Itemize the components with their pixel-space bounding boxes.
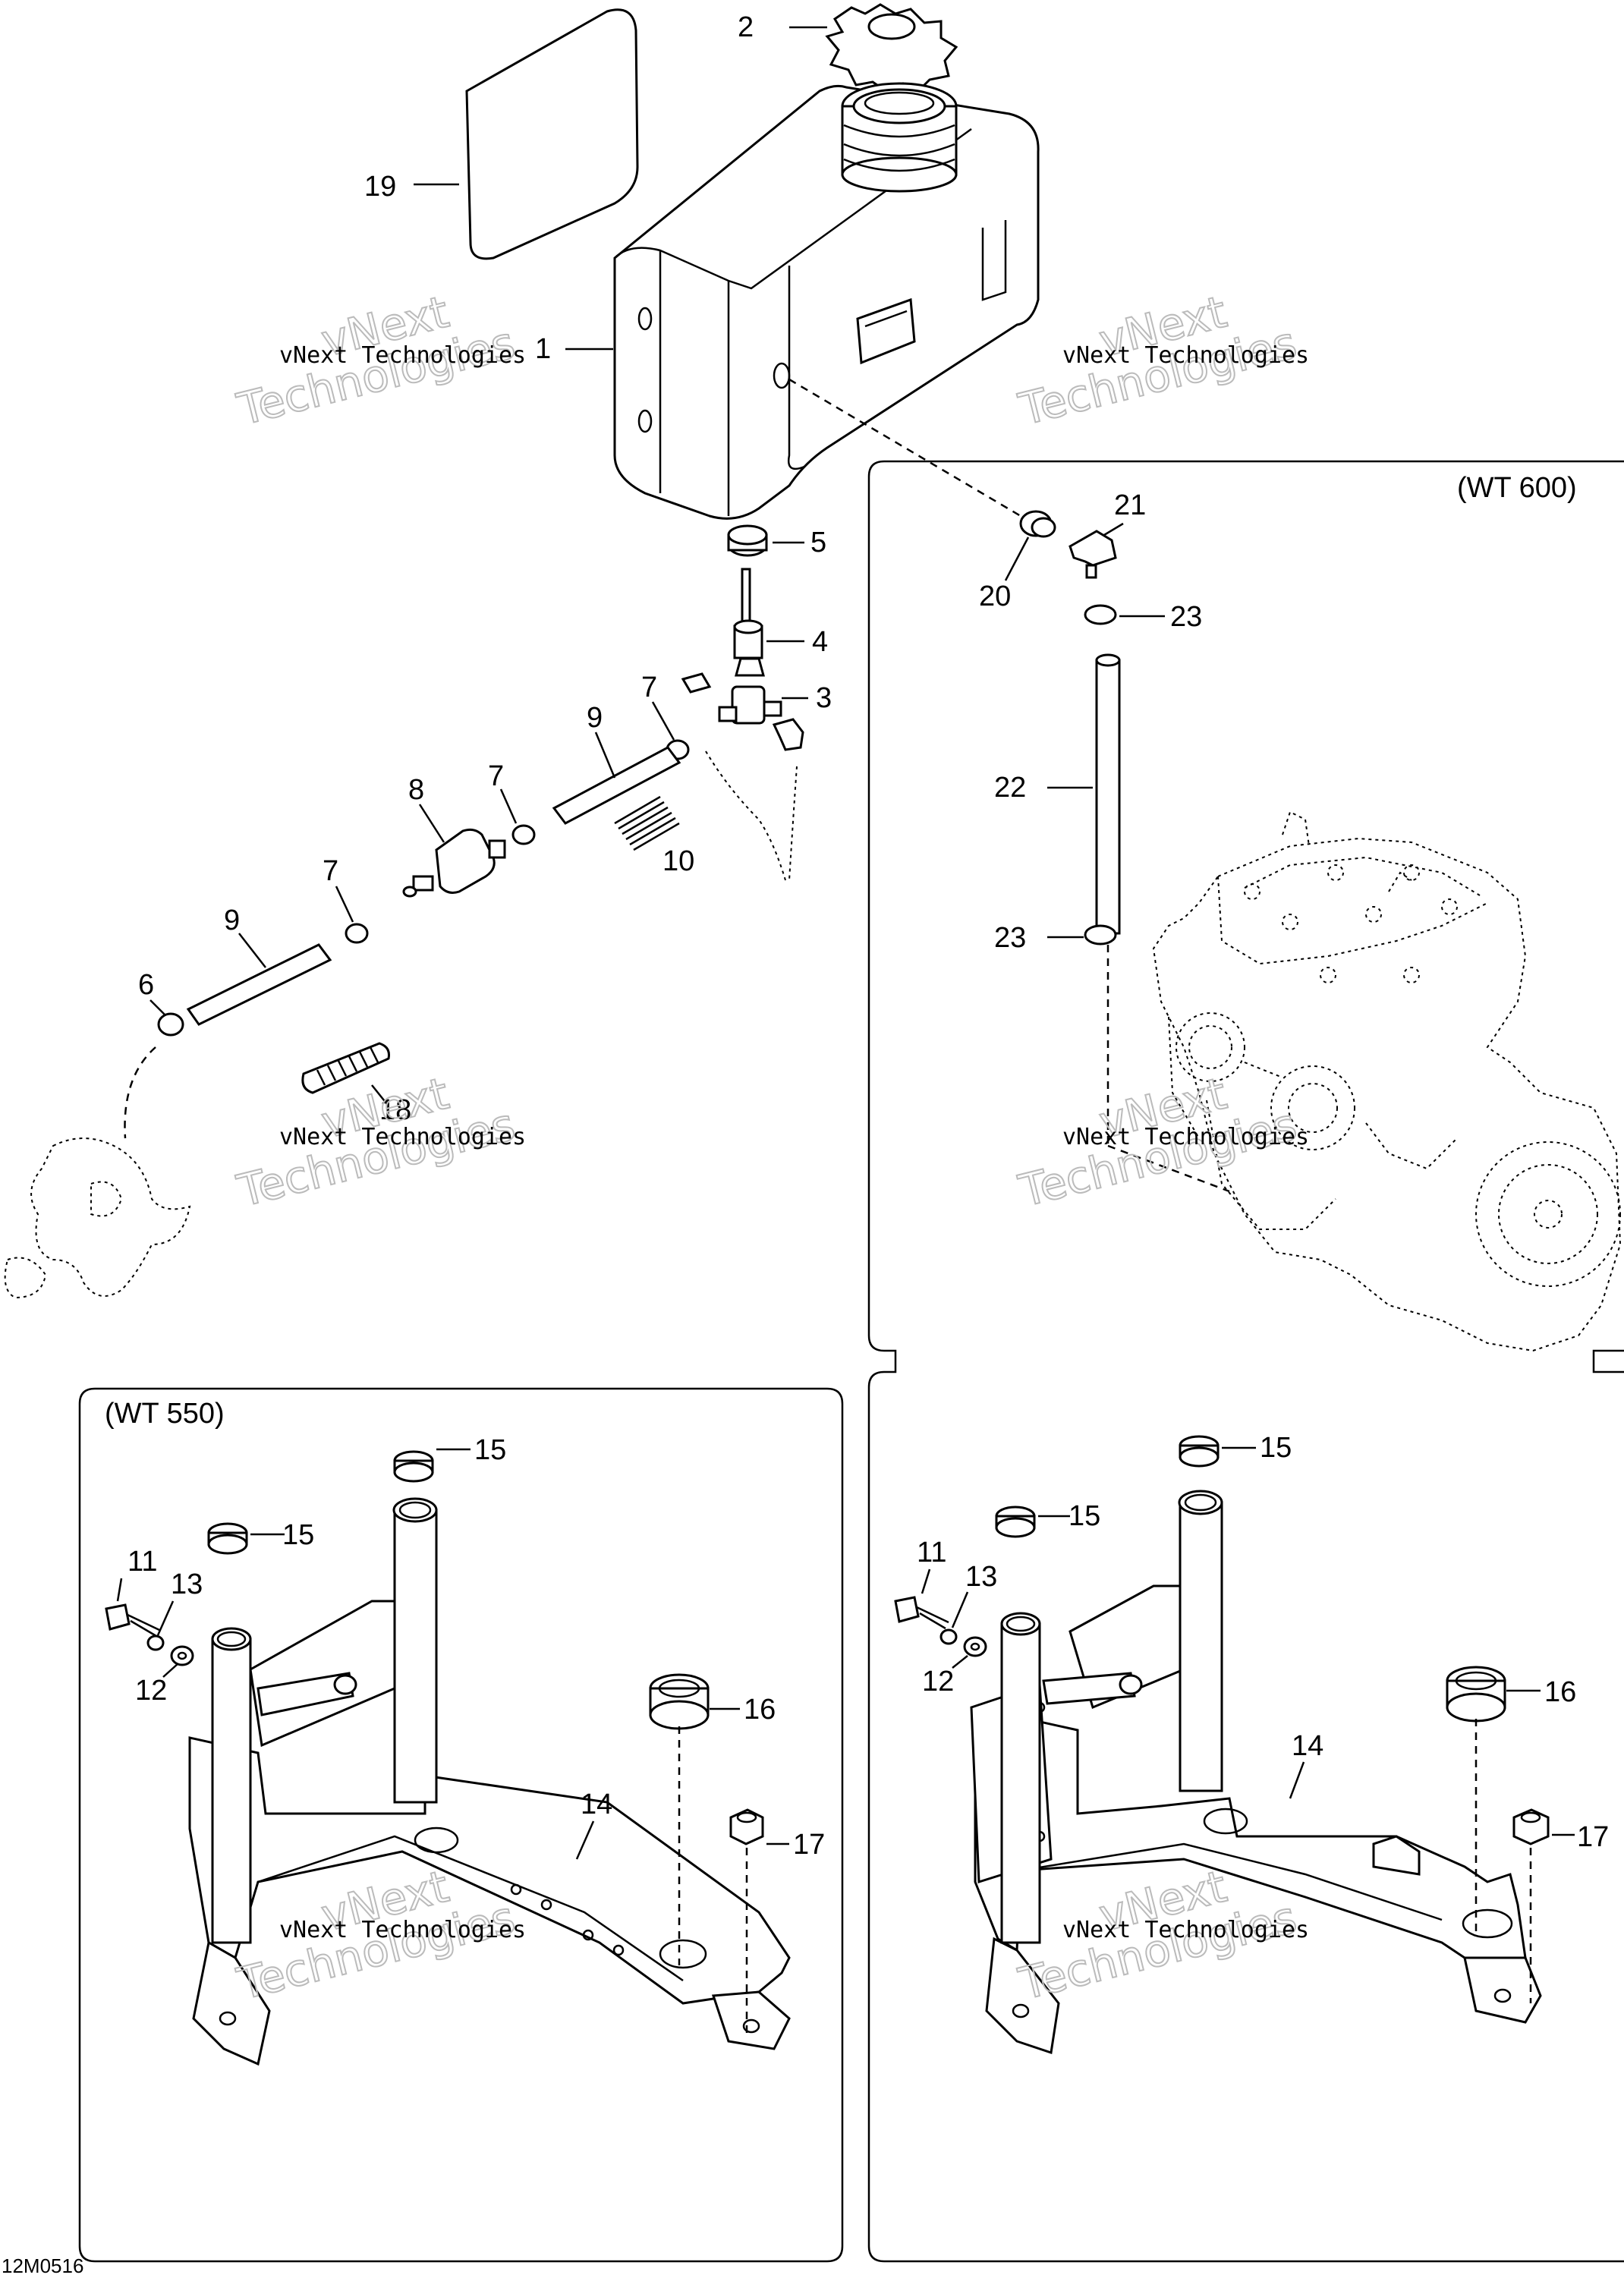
callout-15: 15 [1069,1500,1100,1532]
callout-23: 23 [994,922,1026,954]
engine-outline [1152,810,1622,1352]
callout-22: 22 [994,772,1026,804]
spring [301,1042,390,1094]
callout-2: 2 [738,11,754,43]
callout-17: 17 [1577,1821,1609,1853]
callout-13: 13 [965,1561,997,1593]
callout-19: 19 [364,171,396,203]
fuel-filter [402,828,506,898]
callout-4: 4 [812,626,828,658]
callout-7: 7 [488,760,504,792]
svg-text:vNext Technologies: vNext Technologies [279,1917,526,1943]
callout-11: 11 [127,1546,157,1578]
callout-12: 12 [135,1675,167,1707]
svg-text:vNext Technologies: vNext Technologies [279,342,526,369]
watermark: vNext Technologies vNext Technologies [1013,285,1309,436]
callout-10: 10 [663,845,694,877]
callout-8: 8 [408,774,424,806]
callout-7: 7 [641,672,657,703]
callout-7: 7 [323,855,338,887]
callout-23: 23 [1170,601,1202,633]
svg-text:vNext Technologies: vNext Technologies [279,1124,526,1150]
decal [465,8,639,260]
spring [614,795,680,851]
svg-text:vNext Technologies: vNext Technologies [1062,342,1309,369]
fuel-cap [825,3,958,94]
stand-wt550 [105,1450,791,2066]
callout-11: 11 [917,1537,946,1568]
callout-15: 15 [1260,1432,1292,1464]
callout-15: 15 [474,1434,506,1466]
callout-20: 20 [979,581,1011,612]
watermark: vNext Technologies vNext Technologies [231,285,526,436]
callout-1: 1 [535,333,551,365]
diagram-code: 12M0516 [2,2254,83,2277]
variant-label-wt600: (WT 600) [1457,472,1577,504]
callout-9: 9 [587,702,603,734]
carburetor-outline [4,1137,191,1299]
watermark: vNext Technologies vNext Technologies [1013,1067,1309,1218]
fuel-valve [681,568,804,751]
callout-14: 14 [581,1789,612,1820]
callout-17: 17 [793,1829,825,1861]
callout-14: 14 [1292,1730,1323,1762]
callout-12: 12 [922,1666,954,1697]
callout-16: 16 [744,1694,776,1726]
callout-18: 18 [379,1094,411,1126]
callout-15: 15 [282,1519,314,1551]
callout-6: 6 [138,969,154,1001]
callout-16: 16 [1544,1676,1576,1708]
fuel-hose [552,746,681,825]
elbow-fitting [1069,530,1117,567]
frame-wt550 [78,1387,844,2263]
fuel-hose [1095,659,1121,935]
variant-label-wt550: (WT 550) [105,1398,225,1430]
callout-21: 21 [1114,489,1146,521]
callout-3: 3 [816,682,832,714]
stand-wt600 [894,1435,1550,2054]
callout-9: 9 [224,905,240,936]
svg-text:vNext Technologies: vNext Technologies [1062,1124,1309,1150]
svg-text:vNext Technologies: vNext Technologies [1062,1917,1309,1943]
hose-clamp [1084,604,1117,625]
callout-13: 13 [171,1568,203,1600]
callout-5: 5 [810,527,826,558]
fuel-tank [613,82,1040,520]
watermark: vNext Technologies vNext Technologies [231,1067,526,1218]
frame-wt600 [867,460,1624,2263]
